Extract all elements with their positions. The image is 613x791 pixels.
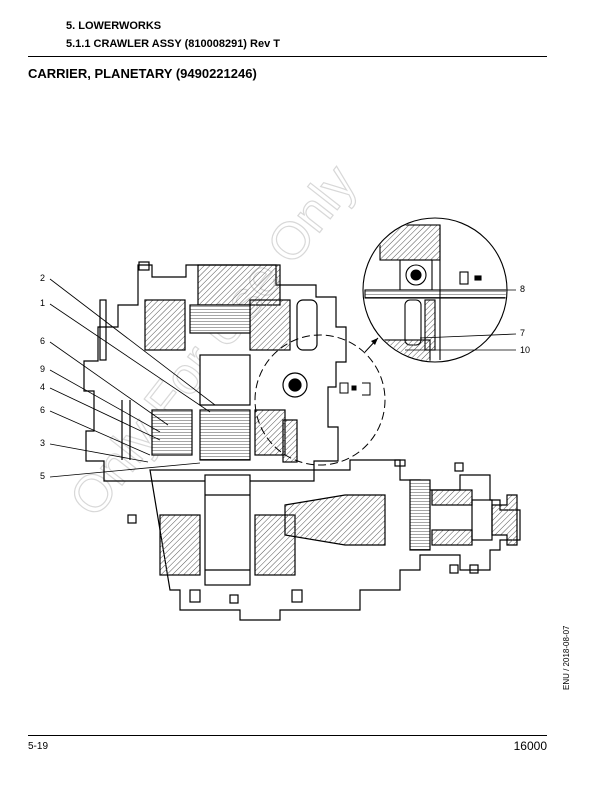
callout-9: 9 bbox=[40, 364, 45, 374]
detail-arrowhead bbox=[371, 338, 378, 345]
callout-10: 10 bbox=[520, 345, 530, 355]
callout-8: 8 bbox=[520, 284, 525, 294]
detail-circle bbox=[254, 334, 386, 466]
upper-gear-housing bbox=[83, 261, 347, 482]
page-number: 5-19 bbox=[28, 741, 49, 752]
footer-divider bbox=[28, 735, 547, 736]
callout-6-upper: 6 bbox=[40, 336, 45, 346]
model-number: 16000 bbox=[513, 739, 547, 753]
callout-5: 5 bbox=[40, 471, 45, 481]
date-stamp: ENU / 2018-08-07 bbox=[562, 625, 571, 690]
callout-6-lower: 6 bbox=[40, 405, 45, 415]
enlarged-detail-view bbox=[362, 217, 508, 363]
callout-1: 1 bbox=[40, 298, 45, 308]
callout-2: 2 bbox=[40, 273, 45, 283]
callout-3: 3 bbox=[40, 438, 45, 448]
loose-part-symbols bbox=[339, 382, 371, 396]
callout-4: 4 bbox=[40, 382, 45, 392]
leader-lines bbox=[49, 278, 517, 478]
callout-7: 7 bbox=[520, 328, 525, 338]
header-divider bbox=[28, 56, 547, 57]
subsection-heading: 5.1.1 CRAWLER ASSY (810008291) Rev T bbox=[66, 38, 280, 50]
lower-gearbox-housing bbox=[127, 459, 521, 621]
section-heading: 5. LOWERWORKS bbox=[66, 20, 162, 32]
page-title: CARRIER, PLANETARY (9490221246) bbox=[28, 66, 257, 81]
